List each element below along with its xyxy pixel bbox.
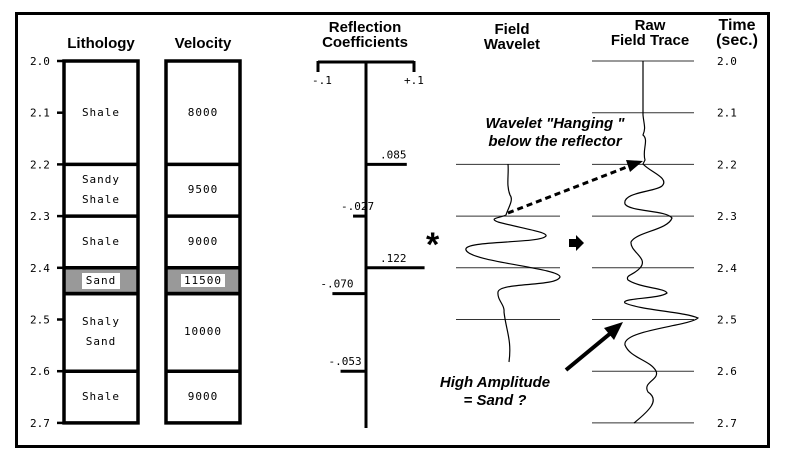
velocity-value: 11500	[180, 273, 226, 287]
diagram-frame	[15, 12, 770, 448]
amplitude-annotation-line1: High Amplitude	[439, 374, 551, 391]
left-time-label: 2.3	[30, 210, 50, 223]
lithology-label-line: Sand	[81, 272, 121, 289]
amplitude-annotation: High Amplitude = Sand ?	[420, 374, 570, 410]
reflection-spike-label: -.070	[320, 278, 353, 291]
right-time-label: 2.2	[717, 158, 737, 171]
hanging-annotation-line2: below the reflector	[488, 133, 622, 150]
lithology-column	[62, 59, 140, 425]
lithology-label-line: Shale	[81, 105, 121, 119]
reflection-header-line1: Reflection	[328, 19, 402, 36]
right-time-label: 2.6	[717, 365, 737, 378]
amplitude-arrow-shaft	[564, 330, 614, 372]
velocity-label: 11500	[166, 271, 240, 291]
velocity-value: 9000	[187, 390, 219, 404]
reflection-spike-label: .085	[380, 148, 407, 161]
lithology-header: Lithology	[67, 35, 135, 52]
lithology-label-line: Shale	[81, 193, 121, 207]
amplitude-arrow-head	[604, 322, 623, 340]
reflection-scale-min-label: -.1	[312, 74, 332, 87]
velocity-label: 9500	[166, 180, 240, 200]
lithology-label-line: Shale	[81, 234, 121, 248]
reflection-header: Reflection Coefficients	[300, 20, 430, 50]
reflection-spike-label: -.053	[329, 355, 362, 368]
right-time-label: 2.7	[717, 417, 737, 430]
hanging-annotation-line1: Wavelet "Hanging "	[485, 115, 625, 132]
right-time-label: 2.5	[717, 314, 737, 327]
reflection-spike-label: -.027	[341, 200, 374, 213]
left-time-label: 2.4	[30, 262, 50, 275]
left-time-label: 2.1	[30, 107, 50, 120]
hanging-arrow-head	[626, 160, 643, 172]
lithology-label-line: Shaly	[81, 315, 121, 329]
convolve-symbol: *	[426, 226, 440, 264]
velocity-label: 9000	[166, 387, 240, 407]
lithology-label-line: Shale	[81, 390, 121, 404]
trace-header-line1: Raw	[634, 17, 666, 34]
hanging-arrow-shaft	[507, 163, 633, 215]
time-header: Time (sec.)	[702, 17, 772, 49]
time-header-line2: (sec.)	[716, 32, 758, 49]
velocity-value: 9000	[187, 234, 219, 248]
velocity-value: 9500	[187, 183, 219, 197]
right-time-label: 2.0	[717, 55, 737, 68]
wavelet-header: Field Wavelet	[462, 22, 562, 52]
left-time-label: 2.6	[30, 365, 50, 378]
lithology-label: Shale	[64, 232, 138, 252]
reflection-spike-label: .122	[380, 252, 407, 265]
velocity-label: 9000	[166, 232, 240, 252]
yields-arrow-icon	[569, 235, 584, 251]
wavelet-header-line2: Wavelet	[483, 36, 541, 53]
velocity-header: Velocity	[174, 35, 232, 52]
trace-header-line2: Field Trace	[610, 32, 690, 49]
right-time-label: 2.1	[717, 107, 737, 120]
lithology-label-line: Sandy	[81, 173, 121, 187]
right-time-label: 2.3	[717, 210, 737, 223]
velocity-label: 10000	[166, 322, 240, 342]
time-header-line1: Time	[718, 17, 756, 34]
lithology-label: Sand	[64, 271, 138, 291]
field-wavelet-curve	[465, 163, 561, 363]
left-time-label: 2.7	[30, 417, 50, 430]
velocity-value: 10000	[183, 325, 223, 339]
velocity-label: 8000	[166, 103, 240, 123]
amplitude-annotation-line2: = Sand ?	[463, 392, 527, 409]
lithology-label: Shale	[64, 103, 138, 123]
wavelet-header-line1: Field	[494, 21, 530, 38]
trace-header: Raw Field Trace	[595, 18, 705, 48]
reflection-scale-max-label: +.1	[404, 74, 424, 87]
lithology-label-line: Sand	[85, 335, 117, 349]
left-time-label: 2.0	[30, 55, 50, 68]
hanging-annotation: Wavelet "Hanging " below the reflector	[445, 115, 665, 151]
lithology-label: Shale	[64, 387, 138, 407]
left-time-label: 2.2	[30, 158, 50, 171]
velocity-column	[164, 59, 242, 425]
velocity-value: 8000	[187, 105, 219, 119]
raw-field-trace-curve	[624, 61, 700, 424]
right-time-label: 2.4	[717, 262, 737, 275]
left-time-label: 2.5	[30, 314, 50, 327]
reflection-header-line2: Coefficients	[322, 34, 408, 51]
